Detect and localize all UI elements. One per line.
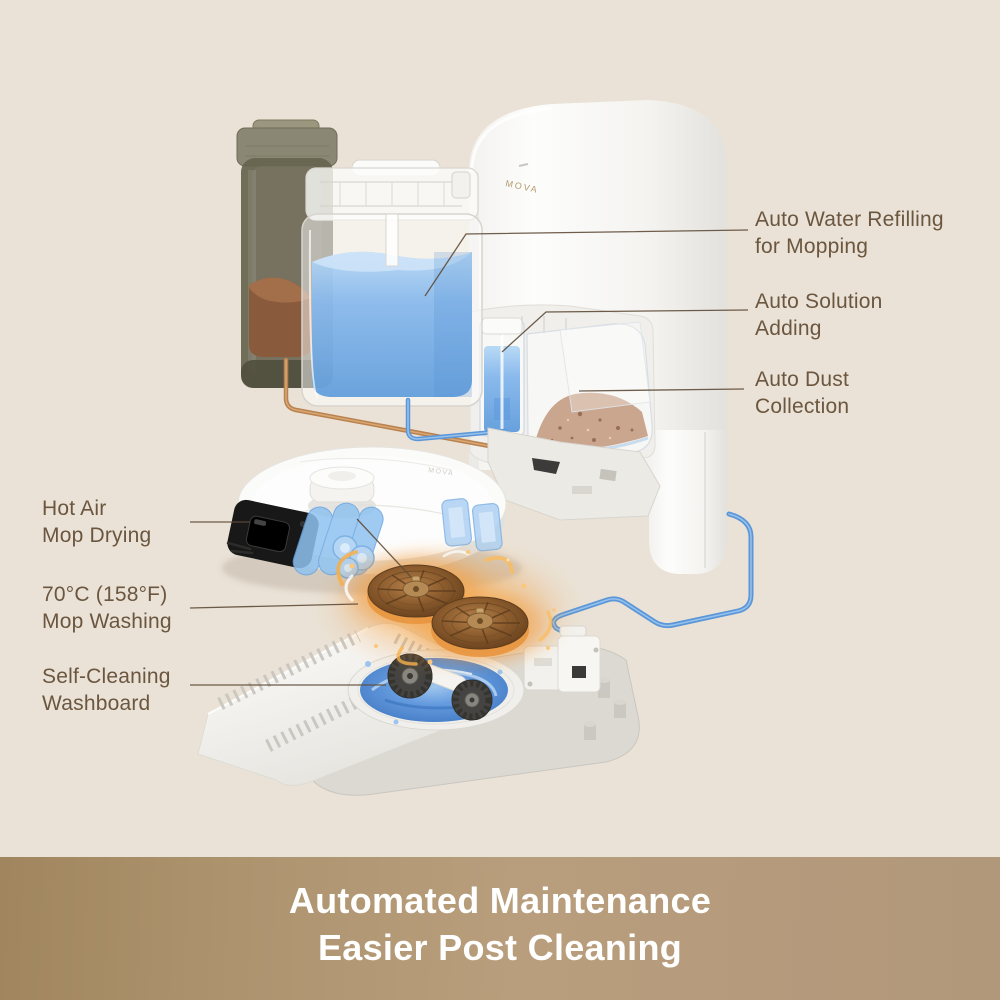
callout-mop-washing-temperature: 70°C (158°F) Mop Washing bbox=[42, 581, 172, 635]
washboard-module bbox=[523, 625, 601, 693]
side-brush bbox=[226, 541, 254, 555]
callout-line: Collection bbox=[755, 395, 850, 418]
dust-tube bbox=[283, 357, 557, 456]
leader-line-auto-solution-adding bbox=[501, 309, 749, 353]
callout-line: Auto Solution bbox=[755, 290, 883, 313]
dock-base bbox=[487, 427, 661, 521]
callout-line: Mop Drying bbox=[42, 524, 152, 547]
callout-line: Auto Dust bbox=[755, 368, 850, 391]
banner-title-line2: Easier Post Cleaning bbox=[317, 927, 683, 968]
product-scene: MOVA bbox=[189, 100, 754, 796]
callout-line: Mop Washing bbox=[42, 610, 172, 633]
callout-self-cleaning-washboard: Self-Cleaning Washboard bbox=[42, 663, 171, 717]
callout-line: Self-Cleaning bbox=[42, 665, 171, 688]
robot-brand-logo: MOVA bbox=[428, 467, 455, 478]
station-cutaway bbox=[469, 304, 656, 467]
callout-line: Adding bbox=[755, 317, 822, 340]
dust-bag bbox=[526, 321, 653, 460]
water-tube bbox=[405, 397, 508, 442]
self-cleaning-washboard bbox=[197, 622, 640, 796]
callout-line: Auto Water Refilling bbox=[755, 208, 944, 231]
dock-pegs bbox=[584, 677, 626, 740]
leader-line-auto-water-refilling bbox=[424, 229, 749, 297]
mop-pad-right bbox=[431, 596, 529, 657]
clean-water-tank bbox=[301, 159, 483, 407]
callout-auto-water-refilling: Auto Water Refilling for Mopping bbox=[755, 206, 944, 260]
callout-line: Hot Air bbox=[42, 497, 107, 520]
callout-line: Washboard bbox=[42, 692, 151, 715]
callout-line: for Mopping bbox=[755, 235, 869, 258]
callout-hot-air-mop-drying: Hot Air Mop Drying bbox=[42, 495, 151, 549]
footer-banner: Automated Maintenance Easier Post Cleani… bbox=[0, 857, 1000, 1000]
leader-line-auto-dust-collection bbox=[578, 388, 745, 392]
mop-pad-left bbox=[367, 564, 465, 624]
spark-particles bbox=[349, 550, 556, 665]
mop-pads bbox=[318, 544, 578, 672]
callout-auto-dust-collection: Auto Dust Collection bbox=[755, 366, 849, 420]
callout-line: 70°C (158°F) bbox=[42, 583, 168, 606]
solution-container bbox=[479, 317, 525, 437]
banner-title-line1: Automated Maintenance bbox=[288, 880, 712, 921]
leader-line-mop-washing bbox=[189, 603, 359, 609]
leader-line-hot-air-mop-drying-tail bbox=[356, 518, 412, 578]
clean-water-fill bbox=[312, 251, 472, 397]
callout-auto-solution-adding: Auto Solution Adding bbox=[755, 288, 883, 342]
